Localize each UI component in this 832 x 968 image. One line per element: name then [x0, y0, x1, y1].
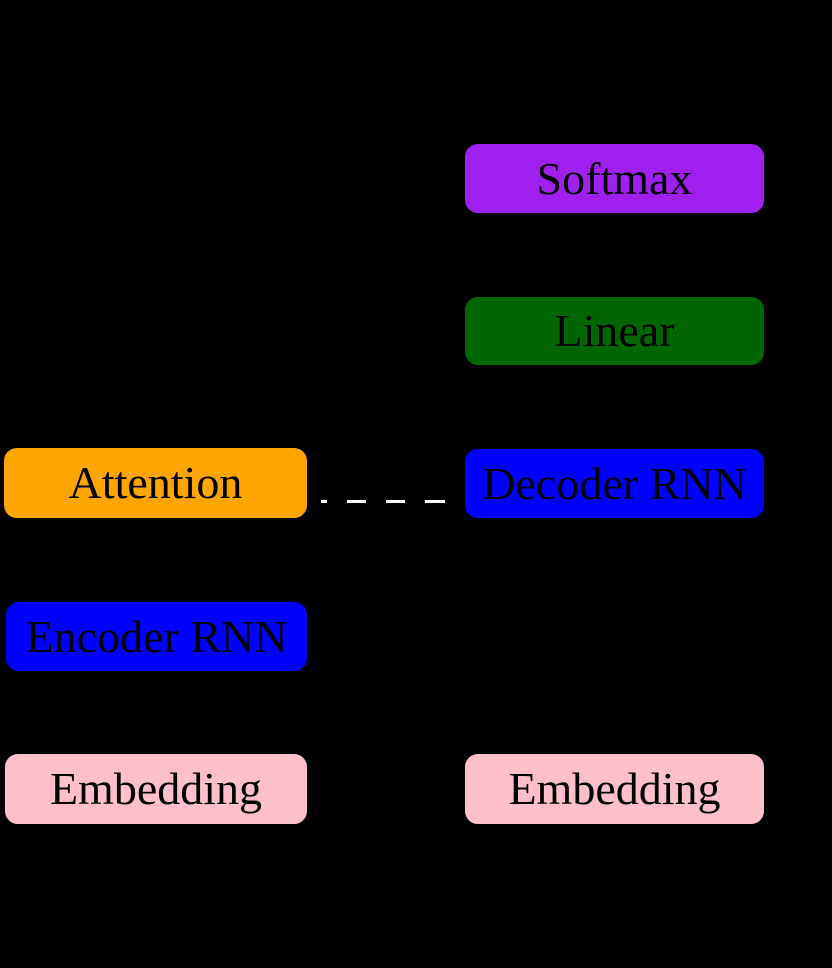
decoder-rnn-block: Decoder RNN [463, 447, 766, 520]
encoder-rnn-block: Encoder RNN [4, 600, 309, 673]
decoder-embedding-block: Embedding [463, 752, 766, 826]
softmax-label: Softmax [536, 152, 693, 204]
encoder-rnn-label: Encoder RNN [25, 610, 288, 662]
encoder-embedding-block: Embedding [3, 752, 309, 826]
decoder-rnn-label: Decoder RNN [482, 457, 747, 509]
decoder-embedding-label: Embedding [508, 763, 721, 814]
attention-label: Attention [68, 457, 243, 508]
linear-label: Linear [554, 305, 675, 356]
softmax-block: Softmax [463, 142, 766, 215]
linear-block: Linear [463, 295, 766, 367]
attention-decoder-dashed-connector [321, 500, 445, 503]
encoder-embedding-label: Embedding [49, 763, 263, 814]
attention-block: Attention [2, 446, 309, 520]
